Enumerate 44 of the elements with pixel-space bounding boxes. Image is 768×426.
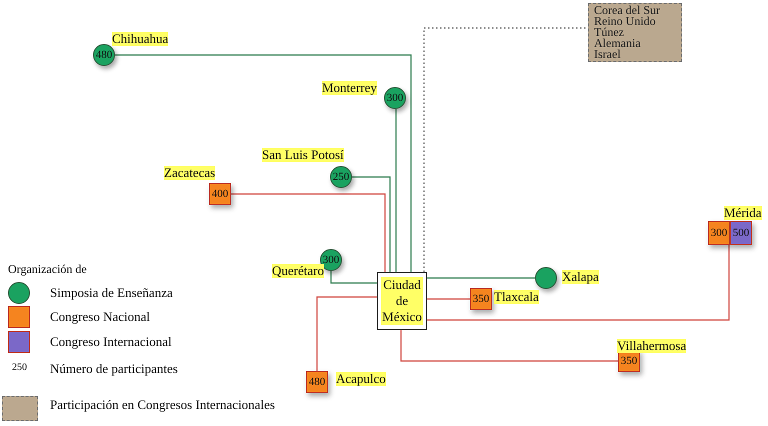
symposium-circle: 300: [384, 87, 406, 109]
connector-line: [400, 330, 618, 362]
connector-line: [427, 245, 730, 321]
congress-square: 500: [730, 221, 752, 245]
connector-line: [352, 176, 391, 272]
city-label: Tlaxcala: [494, 290, 539, 304]
symposium-circle: 250: [330, 166, 352, 188]
legend-label: Participación en Congresos Internacionales: [50, 397, 275, 413]
countries-box: [588, 3, 682, 62]
city-label: Acapulco: [336, 372, 386, 386]
sample-number: 250: [12, 362, 27, 373]
dotted-connector: [423, 27, 588, 272]
country-name: Israel: [594, 49, 621, 60]
congress-square: 350: [470, 288, 492, 310]
connector-line: [395, 109, 397, 272]
connector-line: [330, 271, 377, 284]
connector-line: [427, 298, 470, 300]
connector-line: [316, 296, 377, 371]
country-name: Túnez: [594, 27, 624, 38]
country-name: Corea del Sur: [594, 5, 660, 16]
city-label: Monterrey: [322, 81, 377, 95]
congress-square: 300: [708, 221, 730, 245]
legend-heading: Organización de: [8, 262, 87, 277]
legend-label: Congreso Internacional: [50, 334, 172, 350]
country-name: Reino Unido: [594, 16, 656, 27]
connector-line: [115, 54, 412, 272]
city-label: Villahermosa: [617, 339, 686, 353]
connector-line: [427, 277, 535, 279]
city-name: Ciudad de México: [381, 277, 423, 325]
city-label: Querétaro: [272, 264, 324, 278]
congress-square: 400: [209, 183, 231, 205]
city-label: Xalapa: [562, 270, 599, 284]
city-label: Chihuahua: [112, 32, 168, 46]
city-label: Zacatecas: [164, 166, 216, 180]
city-label: San Luis Potosí: [262, 148, 344, 162]
city-label: Mérida: [724, 206, 762, 220]
legend-label: Congreso Nacional: [50, 309, 150, 325]
symposium-circle: 480: [93, 44, 115, 66]
country-name: Alemania: [594, 38, 641, 49]
legend-label: Simposia de Enseñanza: [50, 285, 173, 301]
connector-line: [231, 193, 386, 272]
congress-square: 480: [306, 371, 328, 393]
legend-label: Número de participantes: [50, 361, 178, 377]
symposium-circle: [535, 267, 557, 289]
